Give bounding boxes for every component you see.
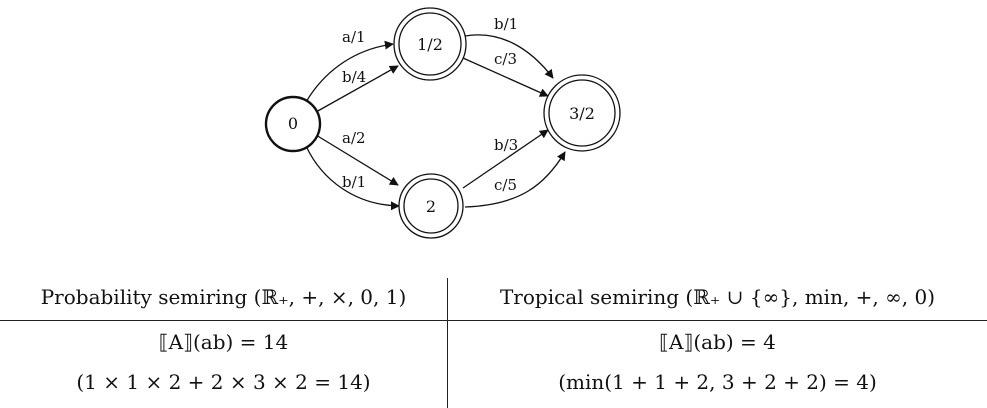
edge-label: b/1: [494, 15, 518, 33]
edge-label: b/1: [342, 173, 366, 191]
header-probability-semiring: Probability semiring (ℝ₊, +, ×, 0, 1): [40, 285, 407, 309]
probability-weight: ⟦A⟧(ab) = 14: [158, 330, 289, 354]
edge-label: c/3: [494, 50, 517, 68]
header-tropical-semiring: Tropical semiring (ℝ₊ ∪ {∞}, min, +, ∞, …: [499, 285, 936, 309]
state-0: 0: [264, 95, 322, 153]
state-2: 2: [398, 173, 464, 239]
edge-1-3-c: [462, 57, 549, 97]
edge-0-2-a: [315, 134, 399, 186]
edge-0-1-a: [305, 40, 394, 103]
state-3: 3/2: [543, 74, 621, 152]
state-label: 2: [426, 197, 436, 216]
semiring-comparison-table: Probability semiring (ℝ₊, +, ×, 0, 1) Tr…: [0, 278, 987, 408]
weighted-automaton-diagram: a/1 b/4 a/2 b/1 b/1 c/3 b/3 c/5 0 1/2 2 …: [264, 7, 621, 239]
state-label: 0: [288, 114, 298, 133]
state-label: 1/2: [417, 35, 443, 54]
column-divider: [447, 278, 448, 408]
edge-1-3-b: [464, 34, 554, 79]
edge-label: b/3: [494, 136, 518, 154]
probability-computation: (1 × 1 × 2 + 2 × 3 × 2 = 14): [76, 370, 371, 394]
state-label: 3/2: [569, 104, 595, 123]
edge-label: a/2: [342, 129, 366, 147]
edge-label: c/5: [494, 176, 517, 194]
edge-label: b/4: [342, 68, 366, 86]
edge-2-3-b: [462, 129, 549, 189]
tropical-weight: ⟦A⟧(ab) = 4: [659, 330, 776, 354]
header-rule: [0, 320, 987, 321]
edge-2-3-c: [464, 151, 566, 208]
state-1: 1/2: [393, 7, 467, 81]
tropical-computation: (min(1 + 1 + 2, 3 + 2 + 2) = 4): [558, 370, 877, 394]
edge-label: a/1: [342, 28, 366, 46]
edge-0-1-b: [315, 65, 399, 113]
edge-0-2-b: [305, 145, 400, 211]
